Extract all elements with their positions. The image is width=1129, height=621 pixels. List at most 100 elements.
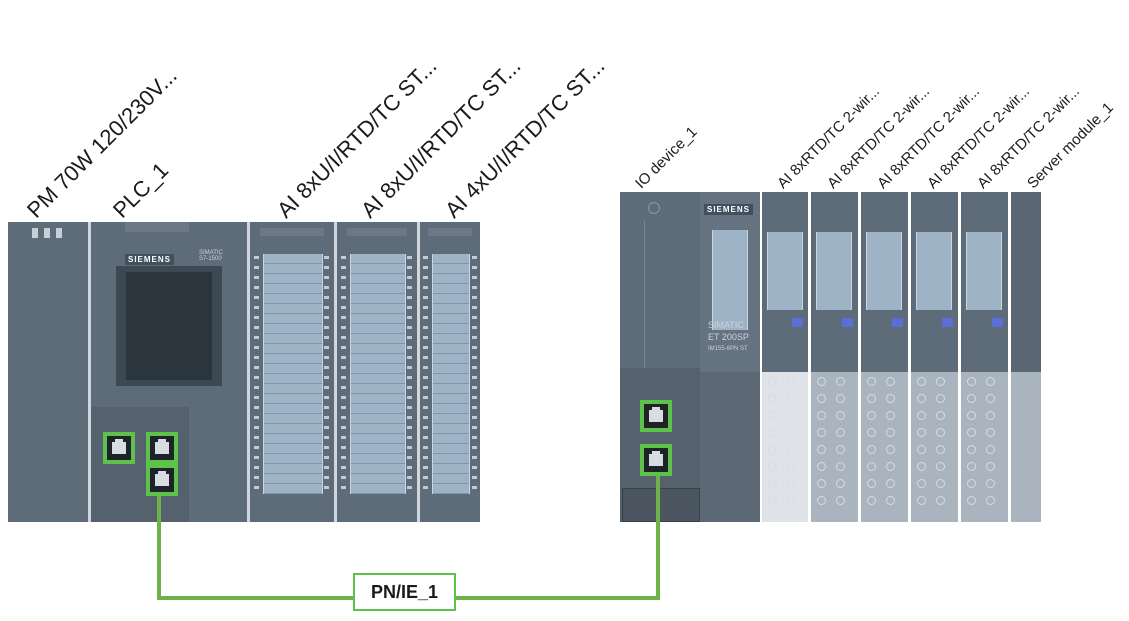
terminal-hole	[787, 445, 796, 454]
terminal-hole	[967, 377, 976, 386]
terminal-hole	[787, 496, 796, 505]
terminal-hole	[967, 428, 976, 437]
cpu-model-text: SIMATIC S7-1500	[199, 250, 223, 262]
ai-module-1[interactable]	[250, 222, 334, 522]
ethernet-port-x1[interactable]	[103, 432, 135, 464]
terminal-hole	[768, 496, 777, 505]
im-model-text: ET 200SP	[708, 332, 749, 342]
terminal-hole	[817, 496, 826, 505]
terminal-hole	[817, 479, 826, 488]
terminal-hole	[768, 479, 777, 488]
terminal-hole	[917, 377, 926, 386]
network-label[interactable]: PN/IE_1	[353, 573, 456, 611]
terminal-hole	[836, 479, 845, 488]
terminal-hole	[836, 445, 845, 454]
module-label-ai-3: AI 4xU/I/RTD/TC ST...	[440, 53, 610, 223]
terminal-hole	[917, 428, 926, 437]
terminal-hole	[986, 496, 995, 505]
module-label-plc: PLC_1	[108, 157, 174, 223]
terminal-hole	[787, 479, 796, 488]
terminal-hole	[886, 496, 895, 505]
terminal-hole	[787, 411, 796, 420]
terminal-hole	[936, 445, 945, 454]
terminal-hole	[936, 394, 945, 403]
terminal-hole	[936, 462, 945, 471]
module-label-ai-1: AI 8xU/I/RTD/TC ST...	[272, 53, 442, 223]
terminal-hole	[967, 462, 976, 471]
terminal-hole	[836, 428, 845, 437]
terminal-hole	[817, 462, 826, 471]
terminal-hole	[917, 496, 926, 505]
terminal-hole	[836, 411, 845, 420]
terminal-hole	[867, 445, 876, 454]
terminal-hole	[817, 445, 826, 454]
terminal-hole	[986, 428, 995, 437]
terminal-hole	[886, 445, 895, 454]
terminal-hole	[967, 445, 976, 454]
ethernet-port-x2-p1[interactable]	[146, 432, 178, 464]
terminal-hole	[836, 462, 845, 471]
terminal-hole	[986, 377, 995, 386]
terminal-hole	[787, 394, 796, 403]
im-sub-text: IM155-6PN ST	[708, 346, 748, 352]
server-module[interactable]	[1011, 192, 1041, 522]
terminal-hole	[836, 377, 845, 386]
ai-module-3[interactable]	[420, 222, 480, 522]
terminal-hole	[768, 462, 777, 471]
terminal-hole	[986, 411, 995, 420]
terminal-hole	[768, 428, 777, 437]
siemens-logo: SIEMENS	[125, 254, 175, 265]
terminal-hole	[886, 462, 895, 471]
terminal-hole	[967, 411, 976, 420]
terminal-hole	[817, 411, 826, 420]
module-label-ai-2: AI 8xU/I/RTD/TC ST...	[356, 53, 526, 223]
ai-module-2[interactable]	[337, 222, 417, 522]
io-ethernet-port-p1[interactable]	[640, 400, 672, 432]
terminal-hole	[768, 445, 777, 454]
terminal-hole	[917, 479, 926, 488]
terminal-hole	[986, 394, 995, 403]
terminal-hole	[836, 496, 845, 505]
terminal-hole	[917, 445, 926, 454]
terminal-hole	[917, 394, 926, 403]
terminal-hole	[768, 394, 777, 403]
terminal-hole	[986, 445, 995, 454]
terminal-hole	[768, 411, 777, 420]
io-ai-module-1[interactable]	[762, 192, 808, 522]
terminal-hole	[886, 479, 895, 488]
terminal-hole	[867, 496, 876, 505]
terminal-hole	[867, 428, 876, 437]
terminal-hole	[768, 377, 777, 386]
terminal-hole	[886, 411, 895, 420]
ethernet-port-x2-p2[interactable]	[146, 464, 178, 496]
terminal-hole	[787, 377, 796, 386]
terminal-hole	[787, 462, 796, 471]
terminal-hole	[867, 479, 876, 488]
io-ai-module-4[interactable]	[911, 192, 958, 522]
terminal-hole	[836, 394, 845, 403]
terminal-hole	[967, 496, 976, 505]
im-brand-text: SIMATIC	[708, 320, 744, 330]
power-module[interactable]	[8, 222, 88, 522]
io-ai-module-3[interactable]	[861, 192, 908, 522]
terminal-hole	[917, 411, 926, 420]
terminal-hole	[886, 377, 895, 386]
terminal-hole	[936, 479, 945, 488]
terminal-hole	[867, 462, 876, 471]
io-ai-module-2[interactable]	[811, 192, 858, 522]
module-label-pm: PM 70W 120/230V...	[22, 62, 182, 223]
terminal-hole	[787, 428, 796, 437]
io-ethernet-port-p2[interactable]	[640, 444, 672, 476]
terminal-hole	[867, 411, 876, 420]
terminal-hole	[967, 394, 976, 403]
terminal-hole	[936, 377, 945, 386]
terminal-hole	[867, 394, 876, 403]
terminal-hole	[917, 462, 926, 471]
terminal-hole	[936, 496, 945, 505]
terminal-hole	[817, 428, 826, 437]
terminal-hole	[967, 479, 976, 488]
terminal-hole	[986, 479, 995, 488]
io-ai-module-5[interactable]	[961, 192, 1008, 522]
im-head[interactable]: SIEMENS SIMATIC ET 200SP IM155-6PN ST	[700, 192, 760, 522]
terminal-hole	[986, 462, 995, 471]
